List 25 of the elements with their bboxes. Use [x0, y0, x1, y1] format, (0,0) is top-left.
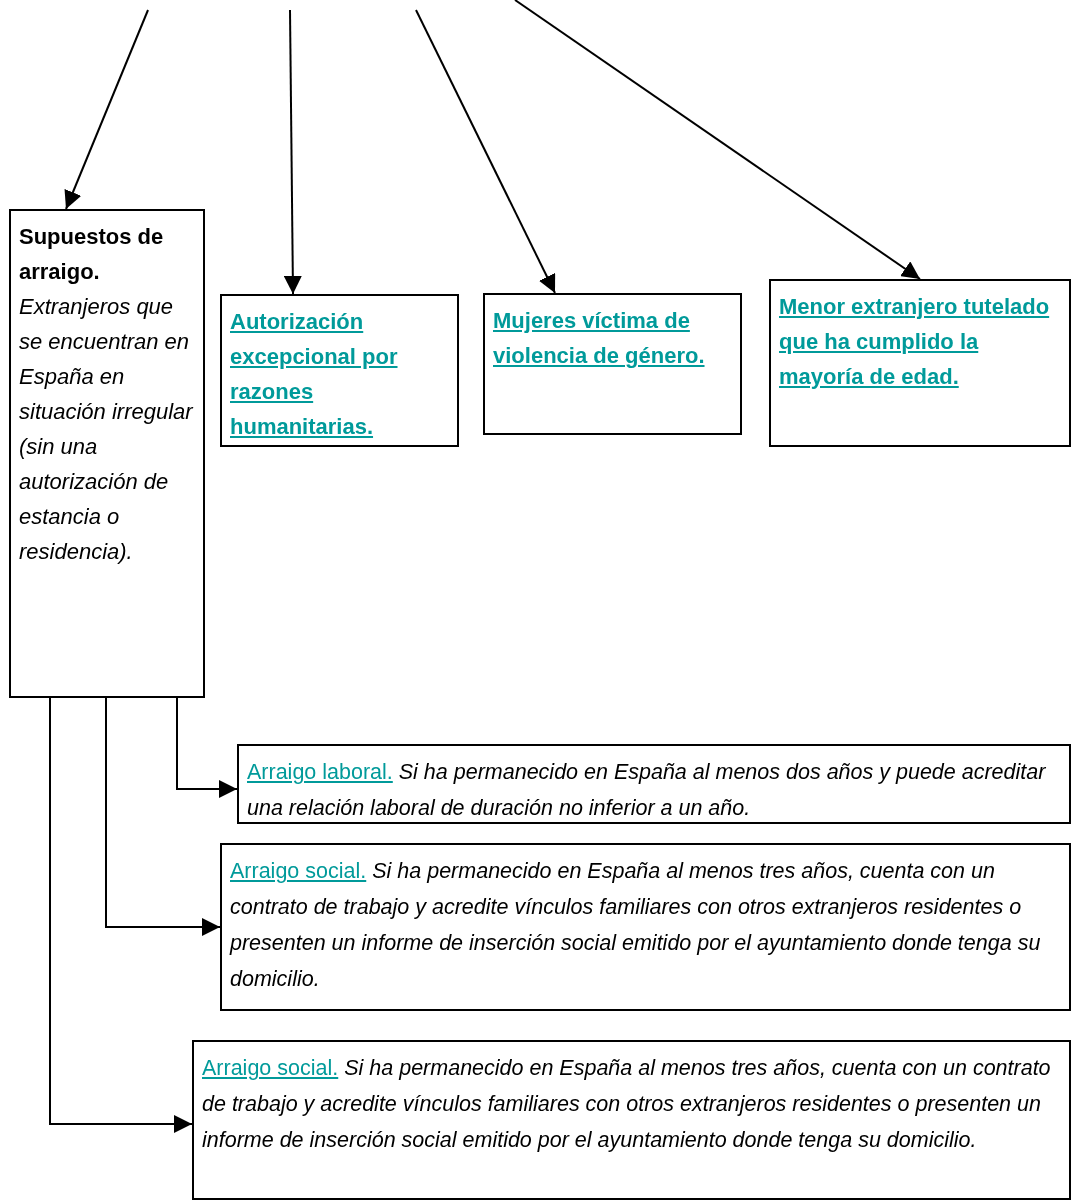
text-box	[237, 744, 1071, 824]
arrow	[105, 697, 221, 936]
link: Mujeres víctima de violencia de género.	[493, 307, 706, 370]
link: Menor extranjero tutelado que ha cumplido la mayoría de edad.	[779, 293, 1051, 391]
heading: Supuestos de arraigo.	[19, 223, 165, 286]
arrow	[415, 9, 556, 294]
link: Arraigo laboral.	[247, 760, 393, 784]
link: Arraigo social.	[202, 1056, 339, 1080]
arrow	[49, 697, 193, 1133]
arrow	[514, 0, 921, 280]
description-text: Arraigo social. Si ha permanecido en España al menos tres años, cuenta con un contrato de trabajo y acredite vínculos familiares con otros extranjeros residentes o presenten un informe de inserción social emitido por el ayuntamiento donde tenga su domicilio.	[230, 858, 1042, 993]
text-box	[220, 843, 1071, 1011]
text-box	[769, 279, 1071, 447]
text-box	[192, 1040, 1071, 1200]
link: Autorización excepcional por razones humanitarias.	[230, 308, 399, 441]
text-box	[220, 294, 459, 447]
description-text: Arraigo laboral. Si ha permanecido en España al menos dos años y puede acreditar una relación laboral de duración no inferior a un año.	[247, 759, 1047, 822]
arrow	[176, 697, 238, 798]
description-text: Extranjeros que se encuentran en España en situación irregular (sin una autorización de estancia o residencia).	[19, 293, 195, 566]
arrow	[283, 9, 302, 295]
arrow	[64, 9, 149, 210]
description-text: Arraigo social. Si ha permanecido en España al menos tres años, cuenta con un contrato de trabajo y acredite vínculos familiares con otros extranjeros residentes o presenten un informe de inserción social emitido por el ayuntamiento donde tenga su domicilio.	[202, 1055, 1052, 1154]
link: Arraigo social.	[230, 859, 367, 883]
text-box	[9, 209, 205, 698]
text-box	[483, 293, 742, 435]
